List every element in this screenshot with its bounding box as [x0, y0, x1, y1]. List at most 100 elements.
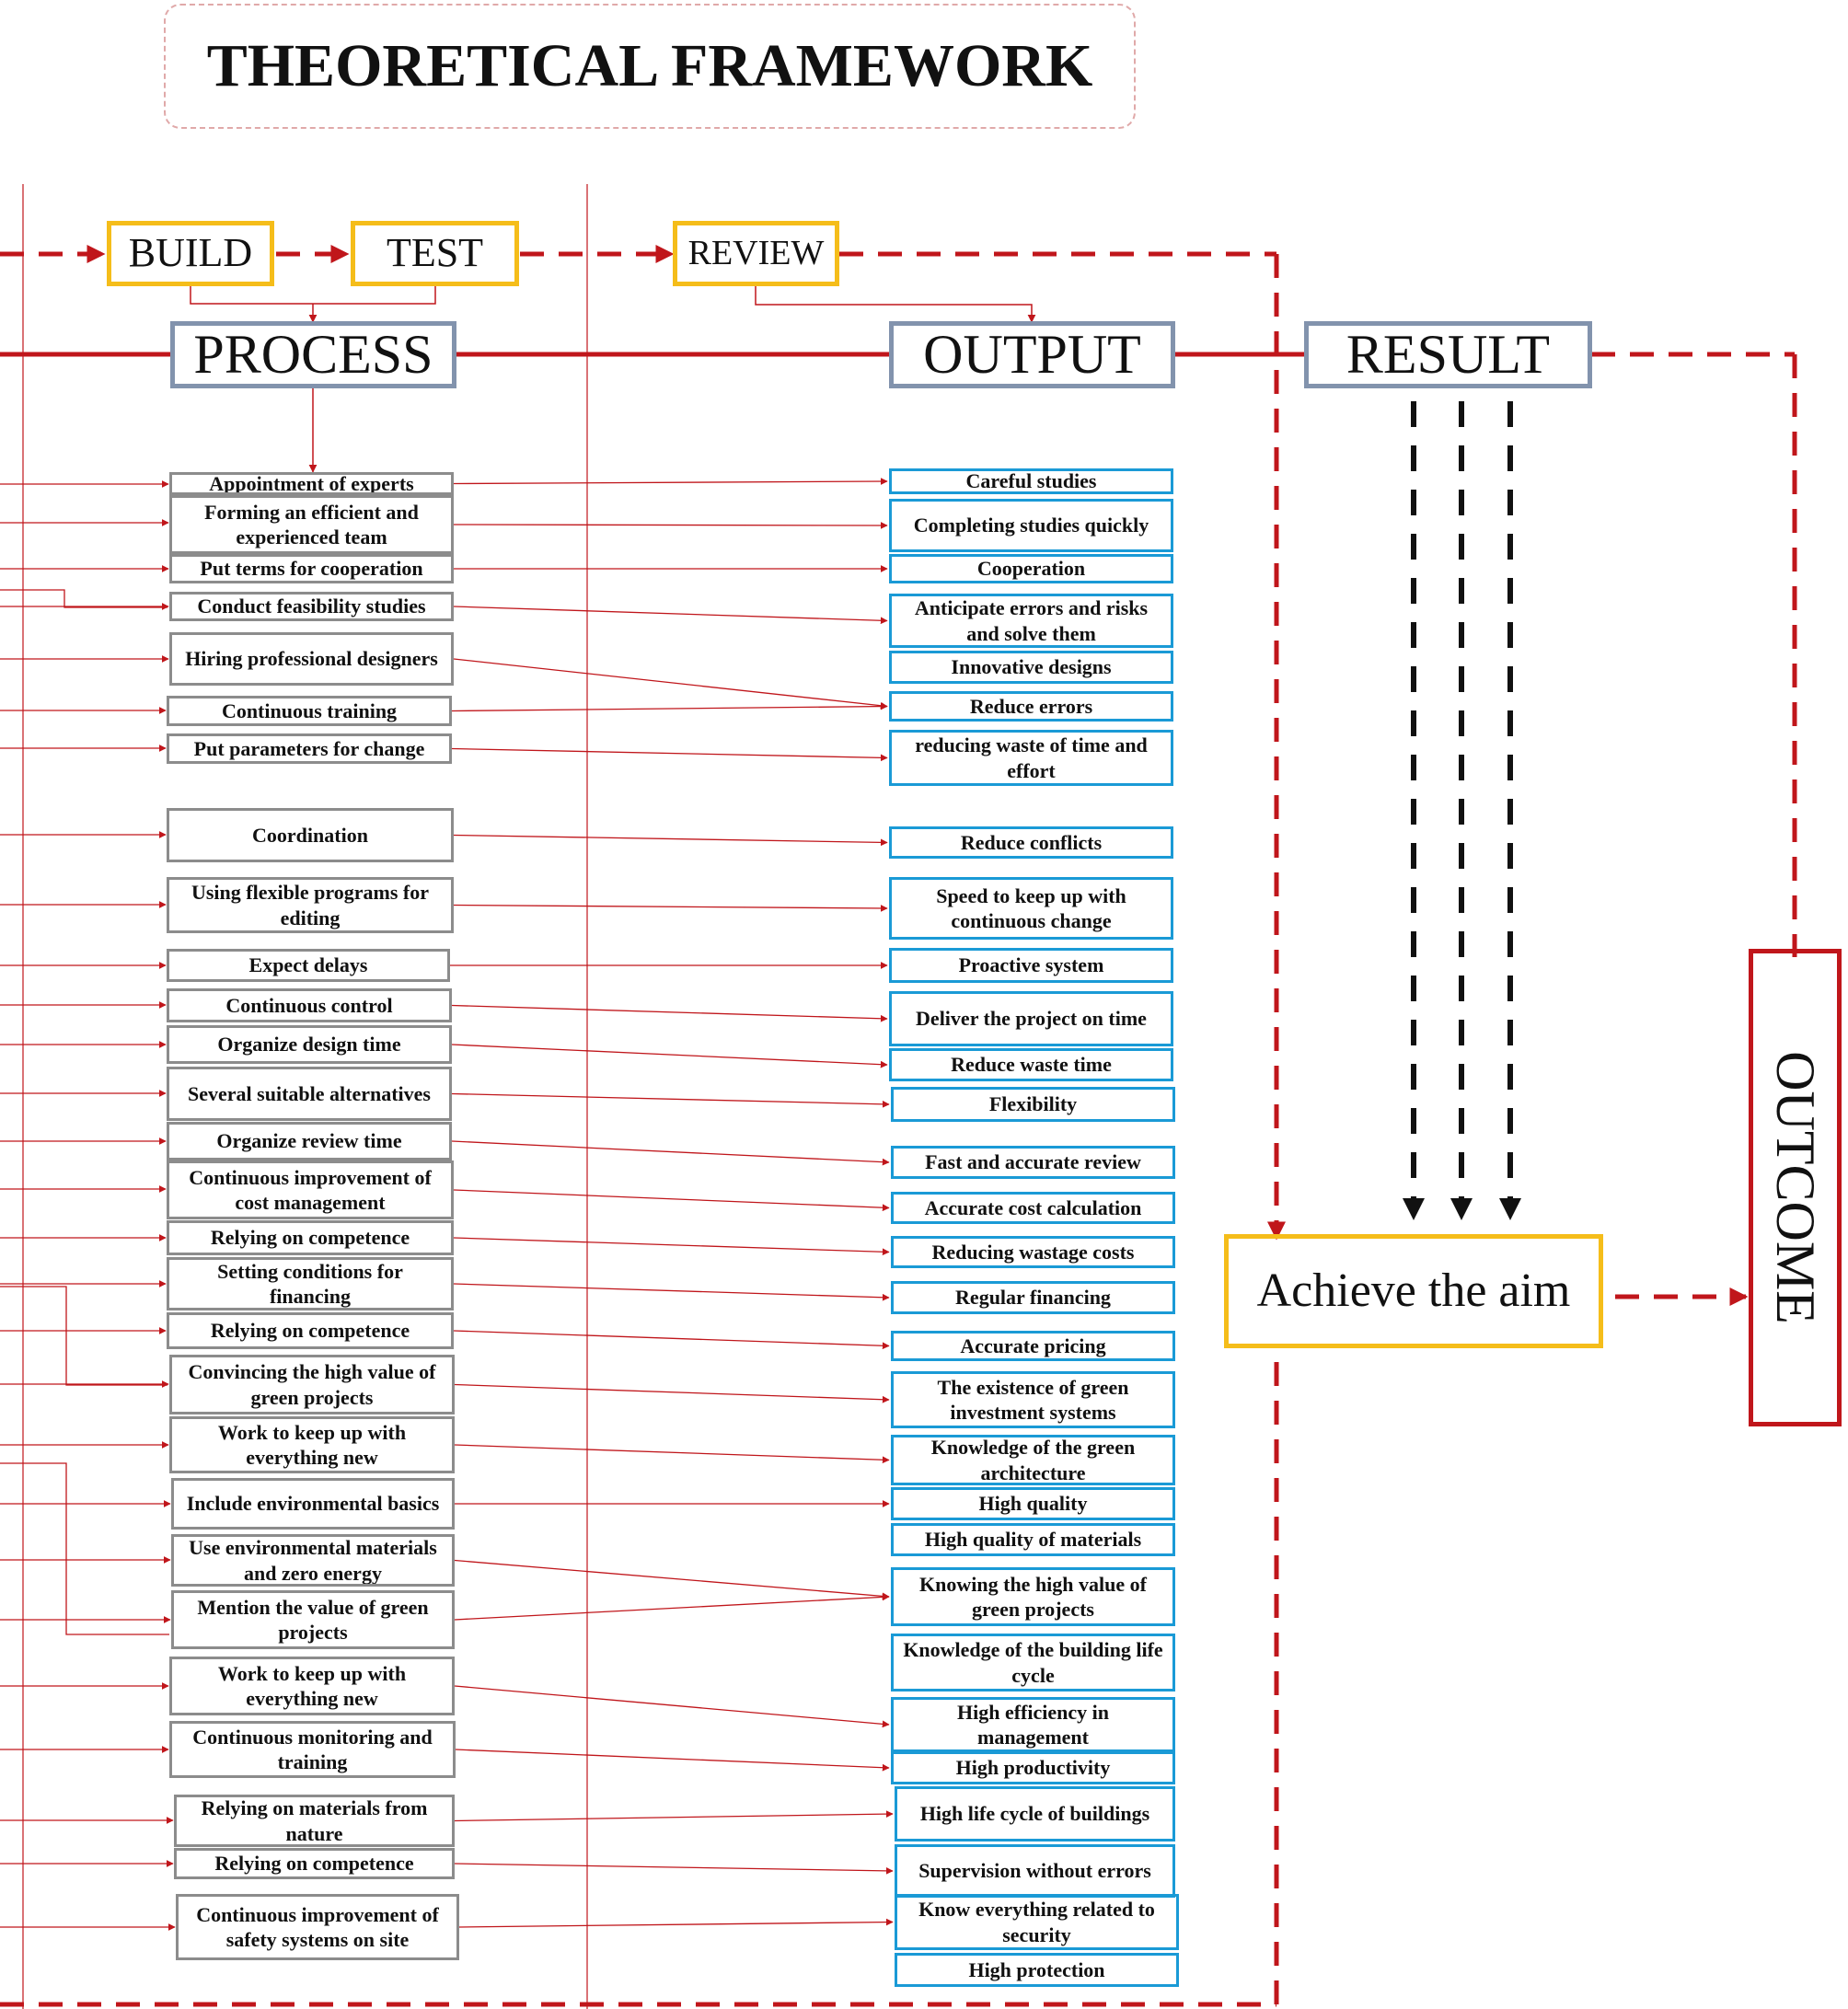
process-item-16: Relying on competence [167, 1220, 454, 1255]
outcome-label: OUTCOME [1765, 1051, 1827, 1324]
output-item-29: Know everything related to security [895, 1894, 1179, 1950]
process-output-connector-19 [454, 1383, 890, 1403]
output-item-28: Supervision without errors [895, 1844, 1175, 1898]
process-item-7: Put parameters for change [167, 733, 452, 764]
process-item-2: Forming an efficient and experienced tea… [169, 495, 454, 554]
aim-box: Achieve the aim [1224, 1234, 1603, 1348]
process-output-connector-8 [453, 834, 888, 847]
process-output-connector-7 [451, 747, 888, 762]
output-item-10: Proactive system [889, 948, 1173, 983]
process-output-connector-22 [454, 1559, 890, 1600]
process-output-connector-27 [454, 1863, 894, 1875]
output-item-4: Anticipate errors and risks and solve th… [889, 594, 1173, 648]
process-output-connector-14 [451, 1140, 890, 1166]
output-item-25: High efficiency in management [891, 1697, 1175, 1752]
process-output-connector-12 [451, 1044, 888, 1068]
outcome-box: OUTCOME [1749, 949, 1842, 1426]
output-item-27: High life cycle of buildings [895, 1786, 1175, 1842]
process-output-connector-17 [453, 1283, 890, 1301]
output-item-7: reducing waste of time and effort [889, 730, 1173, 786]
header-process: PROCESS [170, 321, 456, 388]
process-item-26: Relying on materials from nature [174, 1795, 455, 1847]
process-item-27: Relying on competence [174, 1848, 455, 1879]
process-item-18: Relying on competence [167, 1312, 454, 1349]
output-item-21: High quality [891, 1487, 1175, 1520]
process-item-12: Organize design time [167, 1025, 452, 1064]
process-output-connector-16 [453, 1237, 890, 1256]
output-item-2: Completing studies quickly [889, 499, 1173, 552]
stage-test: TEST [351, 221, 519, 286]
process-output-connector-23 [454, 1593, 890, 1621]
process-item-20: Work to keep up with everything new [169, 1416, 455, 1473]
input-elbow-connector-2 [0, 1286, 167, 1386]
process-output-connector-18 [453, 1330, 890, 1350]
process-item-19: Convincing the high value of green proje… [169, 1355, 455, 1414]
output-item-23: Knowing the high value of green projects [891, 1567, 1175, 1626]
process-item-6: Continuous training [167, 696, 452, 726]
process-output-connector-24 [454, 1685, 890, 1728]
output-item-17: Regular financing [891, 1281, 1175, 1314]
output-item-12: Reduce waste time [889, 1048, 1173, 1081]
output-item-3: Cooperation [889, 554, 1173, 583]
process-item-17: Setting conditions for financing [167, 1257, 454, 1310]
process-item-14: Organize review time [167, 1122, 452, 1160]
process-item-23: Mention the value of green projects [171, 1590, 455, 1649]
output-item-22: High quality of materials [891, 1523, 1175, 1556]
output-item-14: Fast and accurate review [891, 1146, 1175, 1179]
process-output-connector-26 [454, 1810, 894, 1822]
process-output-connector-15 [453, 1189, 890, 1212]
process-item-1: Appointment of experts [169, 472, 454, 495]
process-item-28: Continuous improvement of safety systems… [176, 1894, 459, 1960]
header-result: RESULT [1304, 321, 1592, 388]
process-item-15: Continuous improvement of cost managemen… [167, 1160, 454, 1219]
page-title: THEORETICAL FRAMEWORK [206, 32, 1093, 99]
process-item-24: Work to keep up with everything new [169, 1657, 455, 1715]
process-output-connector-6 [451, 702, 888, 712]
process-item-4: Conduct feasibility studies [169, 592, 454, 621]
process-output-connectors [450, 478, 894, 1928]
output-item-30: High protection [895, 1953, 1179, 1987]
process-output-connector-1 [453, 478, 888, 485]
output-item-18: Accurate pricing [891, 1331, 1175, 1361]
input-connectors [0, 480, 176, 1931]
process-output-connector-28 [458, 1918, 894, 1928]
process-output-connector-11 [451, 1004, 888, 1022]
process-item-25: Continuous monitoring and training [169, 1721, 456, 1778]
output-item-1: Careful studies [889, 468, 1173, 494]
output-item-26: High productivity [891, 1751, 1175, 1784]
output-item-5: Innovative designs [889, 651, 1173, 684]
process-item-11: Continuous control [167, 988, 452, 1022]
output-item-11: Deliver the project on time [889, 991, 1173, 1046]
title-box: THEORETICAL FRAMEWORK [164, 4, 1136, 129]
process-item-21: Include environmental basics [171, 1478, 455, 1530]
output-item-16: Reducing wastage costs [891, 1236, 1175, 1268]
process-output-connector-13 [451, 1092, 890, 1108]
process-item-13: Several suitable alternatives [167, 1067, 452, 1121]
stage-review: REVIEW [673, 221, 839, 286]
process-item-5: Hiring professional designers [169, 632, 454, 686]
process-output-connector-25 [455, 1749, 890, 1772]
process-item-22: Use environmental materials and zero ene… [171, 1534, 455, 1587]
output-item-13: Flexibility [891, 1087, 1175, 1122]
process-output-connector-9 [453, 904, 888, 912]
header-output: OUTPUT [889, 321, 1175, 388]
process-item-3: Put terms for cooperation [169, 554, 454, 583]
process-output-connector-20 [454, 1444, 890, 1464]
output-item-8: Reduce conflicts [889, 826, 1173, 859]
process-output-connector-4 [453, 606, 888, 625]
input-elbow-connector-1 [0, 589, 167, 608]
output-item-9: Speed to keep up with continuous change [889, 877, 1173, 940]
process-item-8: Coordination [167, 808, 454, 862]
input-elbow-connector-3 [0, 1462, 169, 1635]
output-item-19: The existence of green investment system… [891, 1371, 1175, 1428]
output-item-20: Knowledge of the green architecture [891, 1435, 1175, 1485]
process-item-9: Using flexible programs for editing [167, 877, 454, 933]
process-output-connector-5 [453, 658, 888, 710]
output-item-15: Accurate cost calculation [891, 1192, 1175, 1224]
output-item-6: Reduce errors [889, 691, 1173, 722]
process-item-10: Expect delays [167, 949, 450, 982]
output-item-24: Knowledge of the building life cycle [891, 1634, 1175, 1691]
stage-build: BUILD [107, 221, 274, 286]
